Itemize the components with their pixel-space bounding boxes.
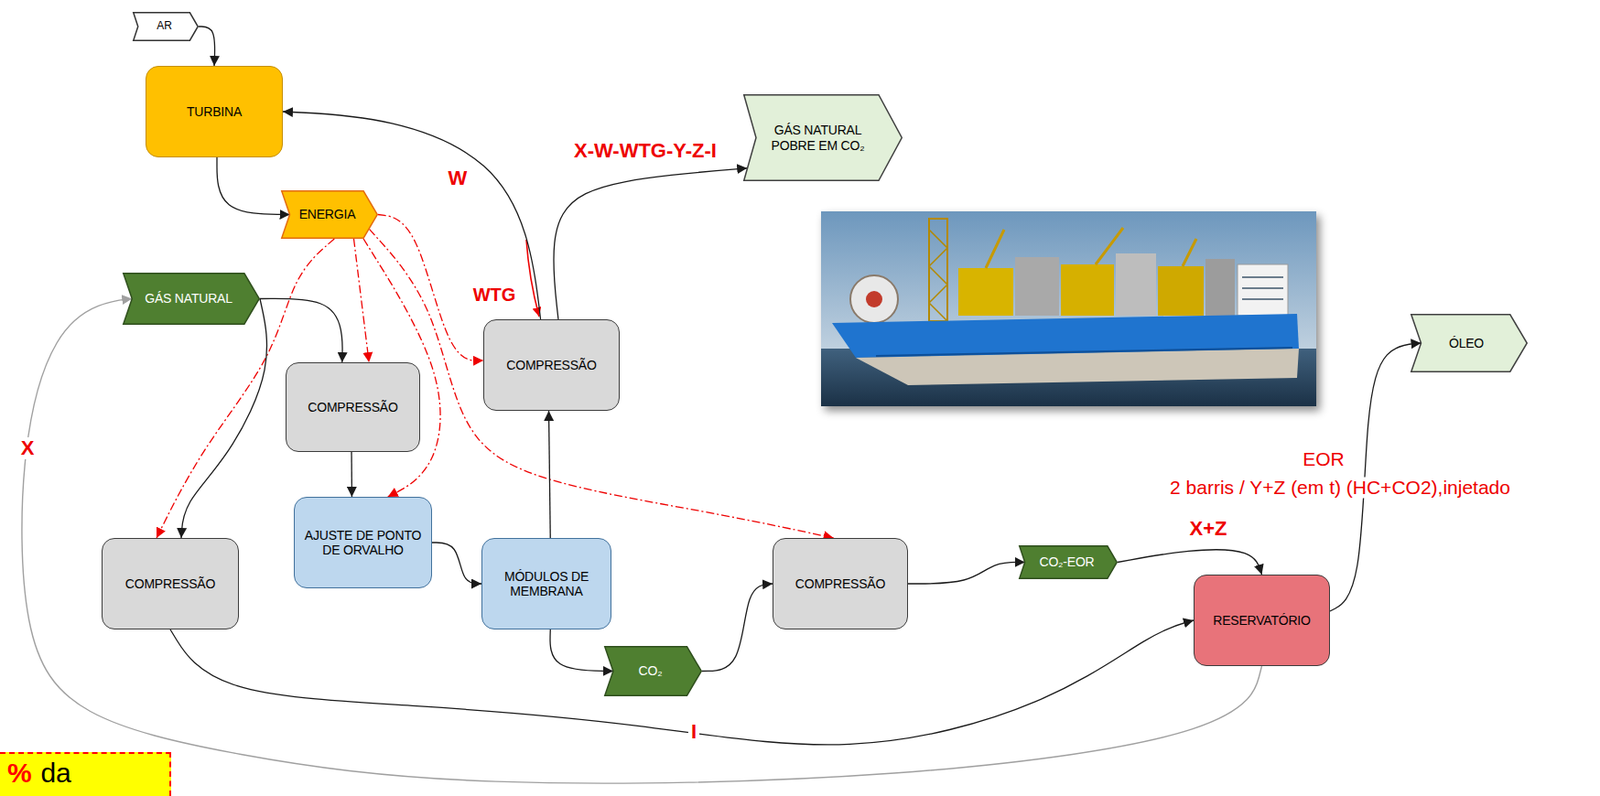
- product-tag: ÓLEO: [1410, 313, 1528, 373]
- compression-box: COMPRESSÃO: [772, 538, 909, 630]
- flare-tower: [929, 218, 948, 322]
- flow-connector: [198, 26, 216, 66]
- reel-drum: [850, 275, 898, 324]
- flow-connector: [368, 228, 833, 539]
- node-text: COMPRESSÃO: [125, 576, 216, 592]
- input-tag: AR: [132, 11, 199, 42]
- node-text: COMPRESSÃO: [506, 357, 596, 373]
- sky: [821, 211, 1317, 407]
- deck-module: [958, 268, 1014, 316]
- tag-outline: [1411, 314, 1528, 373]
- deck-module: [1060, 264, 1114, 316]
- flow-connector: [550, 629, 614, 672]
- membrane-box: MÓDULOS DE MEMBRANA: [481, 538, 612, 630]
- sea: [821, 348, 1317, 407]
- fpso-photo: [821, 211, 1317, 407]
- compression-box: COMPRESSÃO: [483, 319, 620, 411]
- tag-outline: [123, 273, 260, 325]
- leader-line: [526, 239, 540, 317]
- flow-label: 2 barris / Y+Z (em t) (HC+CO2),injetado: [1167, 476, 1514, 498]
- deck-module: [1205, 259, 1235, 316]
- deck-module: [1157, 266, 1204, 316]
- node-text: CO₂-EOR: [1038, 554, 1094, 570]
- flow-connector: [170, 620, 1194, 746]
- feed-tag: GÁS NATURAL: [122, 272, 260, 325]
- tag-outline: [744, 95, 903, 182]
- stream-tag: CO₂-EOR: [1018, 545, 1118, 580]
- node-text: TURBINA: [186, 104, 242, 119]
- reservoir-box: RESERVATÓRIO: [1193, 574, 1330, 667]
- edge-label: W: [445, 167, 471, 190]
- deck-module: [1115, 253, 1157, 316]
- node-text: AJUSTE DE PONTO DE ORVALHO: [303, 528, 422, 558]
- edge-label: EOR: [1299, 448, 1348, 470]
- flow-label: WTG: [470, 284, 519, 305]
- reel-hub: [865, 291, 883, 308]
- flow-connector: [553, 168, 747, 320]
- compression-box: COMPRESSÃO: [101, 538, 239, 630]
- tag-outline: [1019, 546, 1118, 580]
- flow-connector: [432, 542, 482, 584]
- node-text: da: [40, 757, 71, 790]
- note-box: %da: [0, 752, 172, 796]
- flow-connector: [702, 583, 773, 672]
- flow-connector: [549, 410, 552, 539]
- node-text: COMPRESSÃO: [307, 400, 398, 415]
- node-text: ENERGIA: [299, 206, 357, 222]
- flow-connector: [259, 298, 343, 363]
- compression-box: COMPRESSÃO: [285, 362, 421, 453]
- edge-label: X+Z: [1187, 518, 1231, 541]
- node-text: %: [7, 757, 32, 790]
- tag-outline: [133, 12, 199, 42]
- stream-tag: CO₂: [604, 646, 703, 697]
- flow-connector: [282, 111, 541, 320]
- deck-module: [1015, 257, 1060, 316]
- energy-tag: ENERGIA: [281, 190, 379, 239]
- accommodation-block: [1237, 264, 1288, 316]
- flow-connector: [350, 452, 353, 498]
- tag-outline: [605, 647, 703, 697]
- dewpoint-box: AJUSTE DE PONTO DE ORVALHO: [293, 497, 433, 589]
- flow-connector: [378, 215, 484, 362]
- hull-lower: [855, 348, 1299, 386]
- flow-connector: [354, 238, 370, 363]
- edge-label: X: [18, 437, 38, 460]
- flow-connector: [908, 562, 1026, 584]
- tower-lattice: [929, 229, 948, 322]
- windows: [1242, 277, 1284, 300]
- turbine-box: TURBINA: [145, 65, 283, 158]
- flow-connector: [181, 299, 268, 540]
- node-text: CO₂: [638, 663, 663, 679]
- flow-connector: [1117, 550, 1263, 575]
- edge-label: X-W-WTG-Y-Z-I: [571, 140, 720, 163]
- crane-booms: [985, 227, 1197, 269]
- node-text: AR: [156, 20, 172, 33]
- node-text: COMPRESSÃO: [795, 576, 886, 592]
- node-text: GÁS NATURAL: [144, 291, 233, 306]
- node-text: MÓDULOS DE MEMBRANA: [491, 569, 602, 599]
- node-text: GÁS NATURAL POBRE EM CO₂: [761, 122, 875, 152]
- product-tag: GÁS NATURAL POBRE EM CO₂: [743, 94, 903, 182]
- node-text: ÓLEO: [1448, 335, 1484, 351]
- tag-outline: [281, 191, 379, 239]
- flow-connector: [21, 299, 1263, 785]
- edge-label: I: [688, 721, 700, 744]
- flow-connector: [216, 157, 291, 216]
- hull-stripe: [875, 347, 1293, 357]
- node-text: RESERVATÓRIO: [1212, 613, 1311, 628]
